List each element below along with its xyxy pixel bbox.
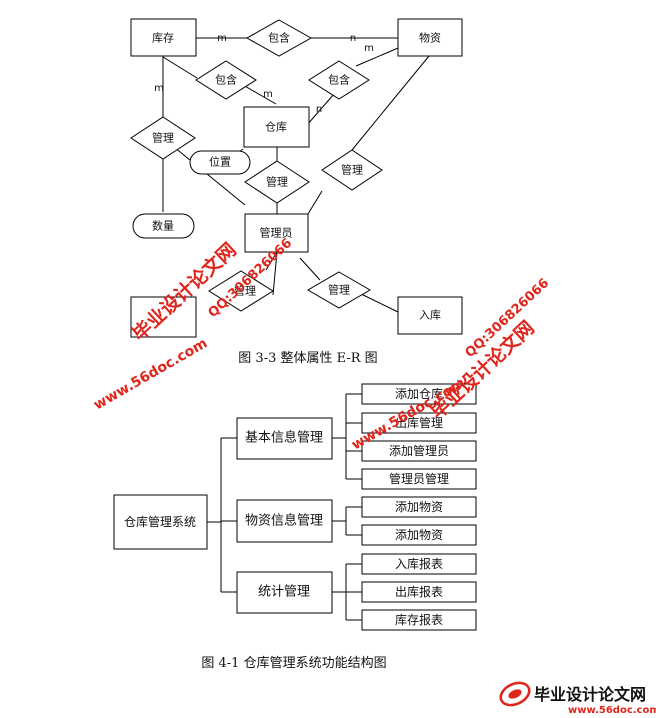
- attribute-location: [189, 150, 251, 175]
- attribute-location-label: 位置: [209, 155, 231, 169]
- tree-leaf-label-3-3: 库存报表: [395, 612, 443, 627]
- entity-inventory: [130, 18, 197, 57]
- entity-inbound-label: 入库: [419, 309, 441, 322]
- relation-contain-top: [245, 19, 313, 57]
- tree-branch-label-2: 物资信息管理: [245, 513, 323, 529]
- tree-branch-statistics: [236, 571, 333, 614]
- tree-branch-label-3: 统计管理: [258, 585, 310, 600]
- tree-leaf-add-materials-2: [361, 524, 477, 546]
- cardinality-m3: m: [263, 89, 273, 100]
- relation-manage-right-label: 管理: [341, 163, 363, 177]
- relation-manage-lower-right: [307, 271, 371, 309]
- entity-warehouse: [243, 106, 310, 148]
- er-labels: 库存 物资 仓库 管理员 入库 包含 包含 包含 管理 管理 管理 管理 管理 …: [152, 31, 441, 322]
- relation-manage-right: [321, 149, 383, 191]
- tree-leaf-label-2-2: 添加物资: [395, 528, 443, 542]
- tree-leaf-outbound-manage: [361, 412, 477, 434]
- cardinality-m2: m: [154, 83, 164, 94]
- tree-leaf-inventory-report: [361, 609, 477, 631]
- er-caption: 图 3-3 整体属性 E-R 图: [238, 351, 377, 366]
- relation-contain-left-label: 包含: [215, 73, 237, 87]
- tree-leaf-outbound-report: [361, 581, 477, 603]
- site-logo: 毕业设计论文网 www.56doc.com: [499, 681, 656, 716]
- cardinality-n2: n: [316, 104, 322, 115]
- relation-manage-lower-left: [208, 270, 274, 312]
- tree-root-label: 仓库管理系统: [124, 514, 196, 529]
- tree-labels: 仓库管理系统 基本信息管理 物资信息管理 统计管理 添加仓库 出库管理 添加管理…: [124, 386, 449, 627]
- tree-leaf-add-materials-1: [361, 496, 477, 518]
- er-diagram: [130, 18, 463, 338]
- attribute-quantity: [132, 213, 195, 239]
- relation-manage-lower-right-label: 管理: [328, 283, 350, 297]
- tree-connectors: [207, 393, 362, 621]
- attribute-quantity-label: 数量: [152, 220, 174, 233]
- relation-manage-left-label: 管理: [152, 131, 174, 145]
- logo-emblem: [499, 681, 531, 707]
- entity-manager-label: 管理员: [260, 226, 293, 240]
- tree-leaf-label-2-1: 添加物资: [395, 500, 443, 514]
- tree-leaf-label-1-2: 出库管理: [395, 415, 443, 430]
- watermark-url-left: www.56doc.com: [91, 335, 210, 413]
- relation-manage-center: [244, 160, 310, 204]
- er-cardinality: m n m m n m: [154, 33, 374, 115]
- tree-branch-materials-info: [236, 499, 333, 543]
- tree-leaf-inbound-report: [361, 553, 477, 575]
- tree-leaf-label-3-2: 出库报表: [395, 584, 443, 599]
- tree-leaf-label-3-1: 入库报表: [395, 556, 443, 571]
- tree-leaf-add-warehouse: [361, 383, 477, 405]
- tree-caption: 图 4-1 仓库管理系统功能结构图: [201, 655, 386, 671]
- tree-leaf-label-1-4: 管理员管理: [389, 471, 449, 486]
- entity-inventory-label: 库存: [152, 31, 174, 45]
- logo-url: www.56doc.com: [568, 705, 656, 716]
- entity-manager: [244, 213, 309, 253]
- relation-contain-left: [195, 60, 257, 100]
- entity-warehouse-label: 仓库: [265, 120, 287, 134]
- entity-hidden: [130, 296, 197, 338]
- relation-manage-left: [130, 116, 196, 160]
- function-tree: [113, 383, 477, 631]
- entity-materials-label: 物资: [419, 31, 441, 45]
- tree-leaf-add-manager: [361, 440, 477, 462]
- entity-inbound: [397, 296, 463, 335]
- relation-manage-lower-left-label: 管理: [234, 284, 256, 298]
- cardinality-n1: n: [350, 33, 356, 44]
- tree-leaf-label-1-1: 添加仓库: [395, 386, 443, 401]
- tree-branch-label-1: 基本信息管理: [245, 430, 323, 446]
- cardinality-m4: m: [364, 43, 374, 54]
- tree-leaf-manager-manage: [361, 468, 477, 490]
- tree-leaf-label-1-3: 添加管理员: [389, 443, 449, 458]
- relation-manage-center-label: 管理: [266, 175, 288, 189]
- tree-branch-basic-info: [236, 417, 333, 460]
- relation-contain-top-label: 包含: [268, 31, 290, 45]
- entity-materials: [397, 18, 463, 57]
- tree-root-node: [113, 494, 208, 550]
- cardinality-m1: m: [217, 33, 227, 44]
- relation-contain-right: [308, 60, 370, 100]
- logo-title: 毕业设计论文网: [534, 685, 646, 704]
- relation-contain-right-label: 包含: [328, 73, 350, 87]
